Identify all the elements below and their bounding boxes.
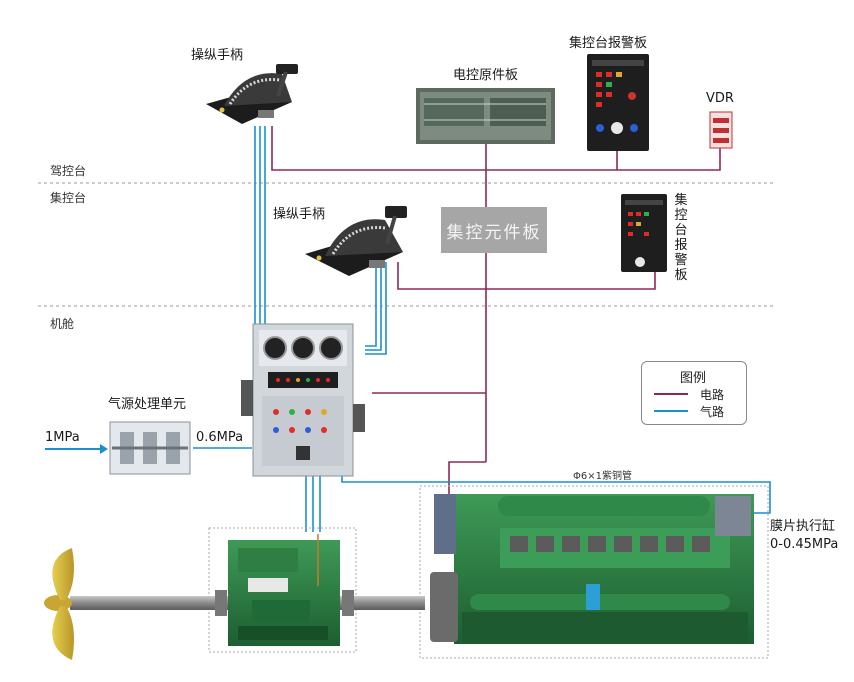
elec-panel-label: 电控原件板 [453,68,519,83]
bridge-alarm-panel-label: 集控台报警板 [569,36,648,51]
gearbox-unit [228,534,340,646]
vert-char: 控 [674,208,688,223]
electric-lines [271,126,721,496]
air-lines [193,126,771,532]
bridge-lever-device [206,64,298,124]
actuator-label: 膜片执行缸 [770,519,836,534]
engine-room-console [241,323,365,477]
legend-swatch-electric [654,393,688,395]
legend-item-electric: 电路 [654,387,744,402]
control-alarm-panel-label: 集 控 台 报 警 板 [674,193,688,283]
actuator-range-label: 0-0.45MPa [770,537,839,552]
air-treatment-unit [109,421,191,475]
zone-label-engine-room: 机舱 [50,317,75,331]
zone-label-control-room: 集控台 [50,191,87,205]
main-engine [430,494,754,644]
vert-char: 集 [674,193,688,208]
legend-title: 图例 [680,371,707,386]
legend-item-air: 气路 [654,404,744,419]
vert-char: 台 [674,223,688,238]
legend-label-air: 气路 [700,405,725,419]
vdr-label: VDR [706,91,734,106]
vert-char: 警 [674,253,688,268]
elec-component-board [416,88,555,144]
inlet-pressure-label: 1MPa [45,430,80,445]
bridge-alarm-panel [587,54,649,151]
control-element-board-label: 集控元件板 [441,207,547,253]
gearbox-frame [208,527,357,653]
legend-label-electric: 电路 [700,388,725,402]
vert-char: 报 [674,238,688,253]
control-lever-label: 操纵手柄 [273,207,326,222]
control-alarm-panel [621,194,667,272]
copper-pipe-label: Φ6×1紫铜管 [573,471,632,482]
inlet-arrow [45,444,108,454]
vdr-unit [709,111,733,149]
engine-frame [419,485,769,659]
zone-label-bridge: 驾控台 [50,164,87,178]
outlet-pressure-label: 0.6MPa [196,430,244,445]
control-lever-device [305,206,407,276]
legend-swatch-air [654,410,688,412]
legend: 图例 电路 气路 [641,361,747,425]
air-unit-label: 气源处理单元 [108,397,187,412]
vert-char: 板 [674,268,688,283]
bridge-lever-label: 操纵手柄 [191,48,244,63]
